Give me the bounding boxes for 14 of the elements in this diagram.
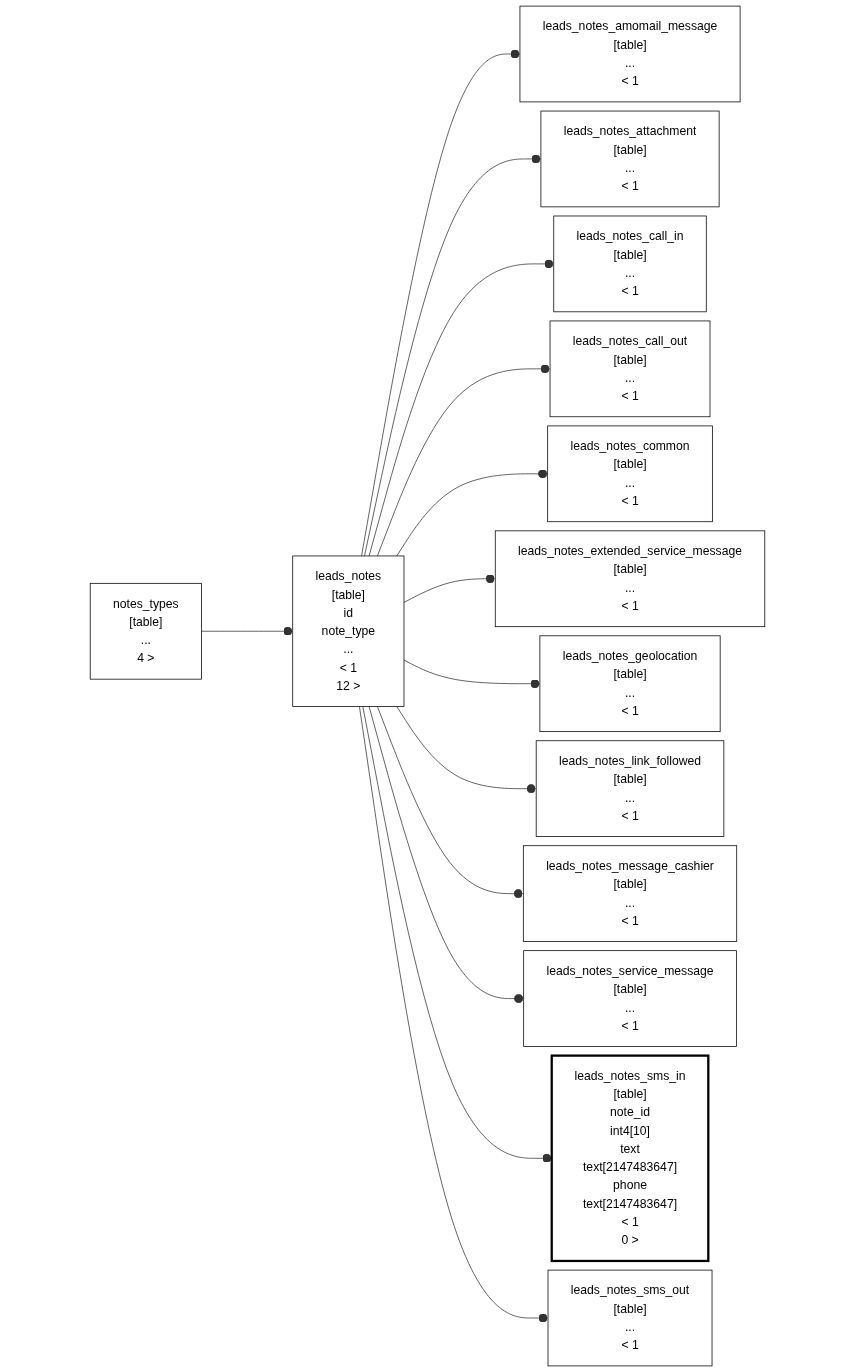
node-box: leads_notes_extended_service_message [table] ... < 1 — [494, 530, 766, 628]
node-box: leads_notes_attachment [table] ... < 1 — [540, 110, 720, 208]
node-box: notes_types [table] ... 4 > — [89, 582, 202, 680]
node-box: leads_notes_geolocation [table] ... < 1 — [539, 635, 721, 732]
node-box: leads_notes_link_followed [table] ... < 1 — [535, 740, 725, 837]
node-box: leads_notes_message_cashier [table] ... < 1 — [522, 845, 738, 942]
node-box: leads_notes_amomail_message [table] ... < 1 — [519, 5, 741, 103]
node-box: leads_notes_call_out [table] ... < 1 — [549, 320, 711, 418]
node-box: leads_notes_sms_out [table] ... < 1 — [547, 1269, 713, 1367]
node-box: leads_notes_service_message [table] ... < 1 — [523, 950, 737, 1047]
node-box: leads_notes [table] id note_type ... < 1 12 > — [292, 555, 405, 707]
node-box: leads_notes_common [table] ... < 1 — [547, 425, 713, 523]
node-box: leads_notes_sms_in [table] note_id int4[10] text text[2147483647] phone text[2147483647] < 1 0 > — [550, 1054, 710, 1263]
node-box: leads_notes_call_in [table] ... < 1 — [553, 215, 707, 313]
